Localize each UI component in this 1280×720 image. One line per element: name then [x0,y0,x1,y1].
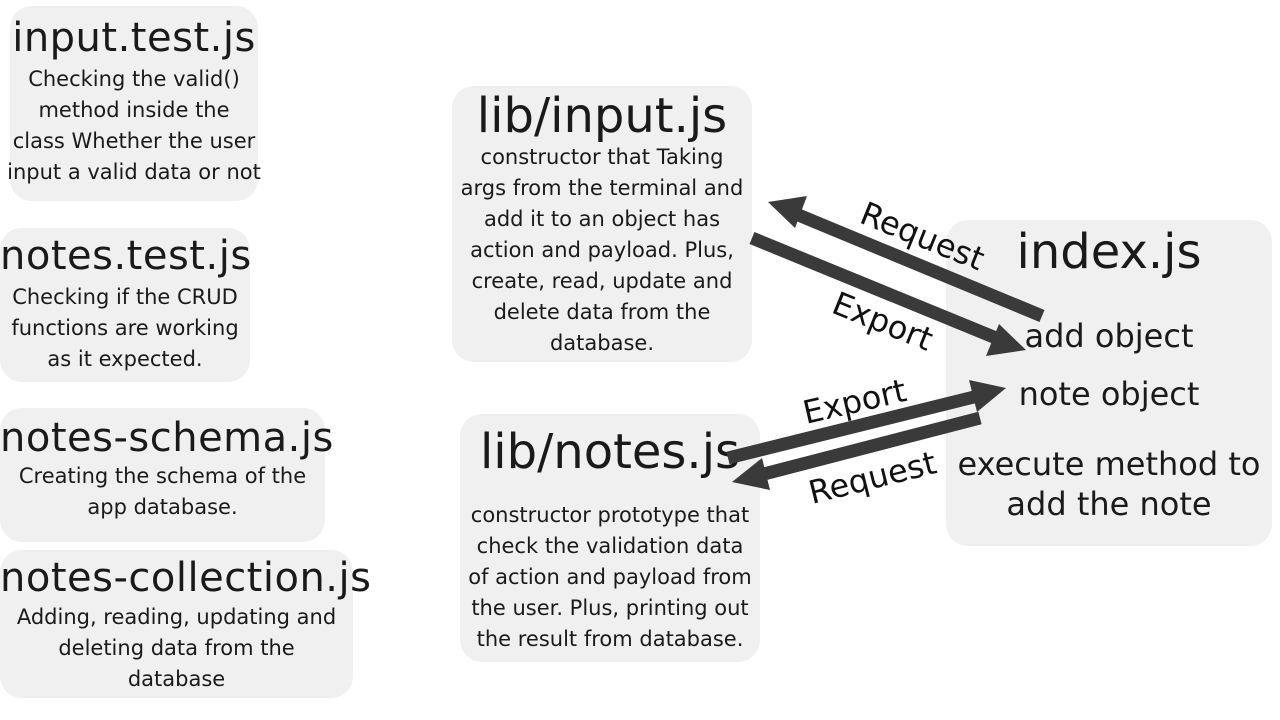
input-test-title: input.test.js [12,15,256,61]
arrow-bottom-request [732,411,982,490]
lib-notes-box: lib/notes.js constructor prototype that … [460,414,760,662]
notes-schema-desc: Creating the schema of the app database. [18,464,307,519]
lib-input-title: lib/input.js [476,88,728,144]
arrow-top-request [768,196,1045,323]
lib-notes-desc: constructor prototype that check the val… [468,503,752,651]
notes-test-box: notes.test.js Checking if the CRUD funct… [0,228,252,382]
notes-collection-desc: Adding, reading, updating and deleting d… [16,605,337,691]
index-item-add-object: add object [1024,317,1194,355]
lib-notes-title: lib/notes.js [479,424,741,480]
input-test-desc: Checking the valid() method inside the c… [7,67,261,184]
index-item-add-the-note: add the note [1006,485,1212,523]
index-item-note-object: note object [1018,375,1200,413]
lib-input-desc: constructor that Taking args from the te… [460,145,744,355]
notes-collection-title: notes-collection.js [0,555,372,601]
arrow-top-export [749,231,1026,356]
notes-schema-box: notes-schema.js Creating the schema of t… [0,408,334,542]
notes-test-title: notes.test.js [0,233,252,279]
notes-test-desc: Checking if the CRUD functions are worki… [11,285,239,371]
arrow-bottom-export [726,380,1006,465]
notes-schema-title: notes-schema.js [0,415,334,461]
index-title: index.js [1016,224,1202,280]
index-item-execute-method: execute method to [957,445,1261,483]
input-test-box: input.test.js Checking the valid() metho… [7,6,261,201]
index-box: index.js add object note object execute … [946,220,1272,546]
notes-collection-box: notes-collection.js Adding, reading, upd… [0,550,372,698]
lib-input-box: lib/input.js constructor that Taking arg… [452,86,752,362]
